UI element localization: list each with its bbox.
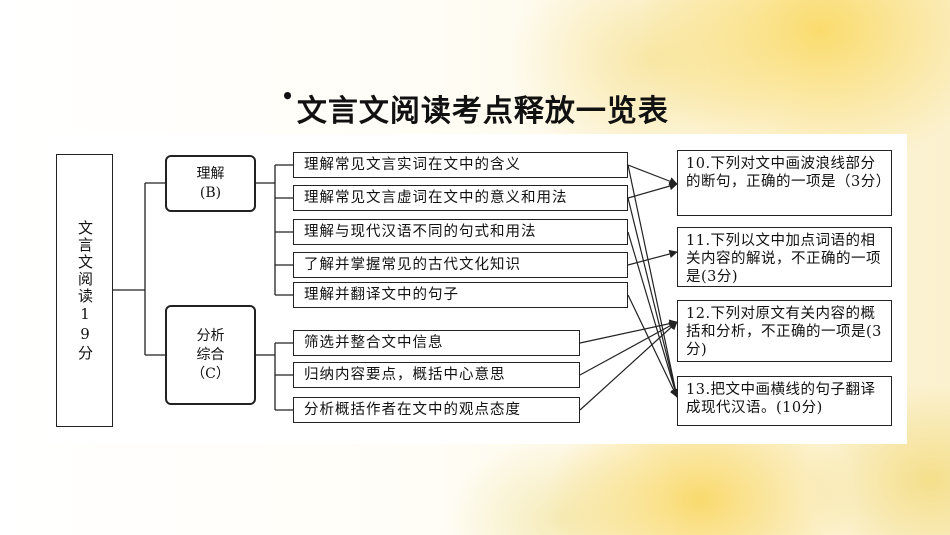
point-box: 理解并翻译文中的句子: [293, 282, 628, 308]
category-understanding: 理解 (B): [165, 155, 256, 212]
point-box: 筛选并整合文中信息: [293, 330, 580, 356]
category-code: （C）: [191, 365, 230, 382]
point-box: 理解常见文言实词在文中的含义: [293, 152, 628, 178]
question-box: 11.下列以文中加点词语的相关内容的解说，不正确的一项是(3分): [677, 227, 892, 287]
point-box: 理解与现代汉语不同的句式和用法: [293, 219, 628, 245]
root-label: 文言文阅读19分: [76, 219, 94, 362]
point-box: 了解并掌握常见的古代文化知识: [293, 252, 628, 278]
title-text: 文言文阅读考点释放一览表: [296, 94, 669, 129]
root-node: 文言文阅读19分: [56, 154, 113, 427]
category-label: 理解: [196, 165, 225, 182]
point-box: 理解常见文言虚词在文中的意义和用法: [293, 185, 628, 211]
title-bullet: •: [281, 84, 295, 108]
category-code: (B): [199, 184, 222, 201]
question-box: 10.下列对文中画波浪线部分的断句，正确的一项是（3分）: [677, 150, 892, 216]
question-box: 13.把文中画横线的句子翻译成现代汉语。(10分): [677, 376, 892, 426]
question-box: 12.下列对原文有关内容的概括和分析，不正确的一项是(3分): [677, 300, 892, 362]
slide-title: •文言文阅读考点释放一览表: [0, 84, 950, 130]
category-label: 分析综合: [196, 327, 225, 363]
point-box: 分析概括作者在文中的观点态度: [293, 397, 580, 423]
category-analysis: 分析综合 （C）: [165, 305, 256, 405]
point-box: 归纳内容要点，概括中心意思: [293, 362, 580, 388]
